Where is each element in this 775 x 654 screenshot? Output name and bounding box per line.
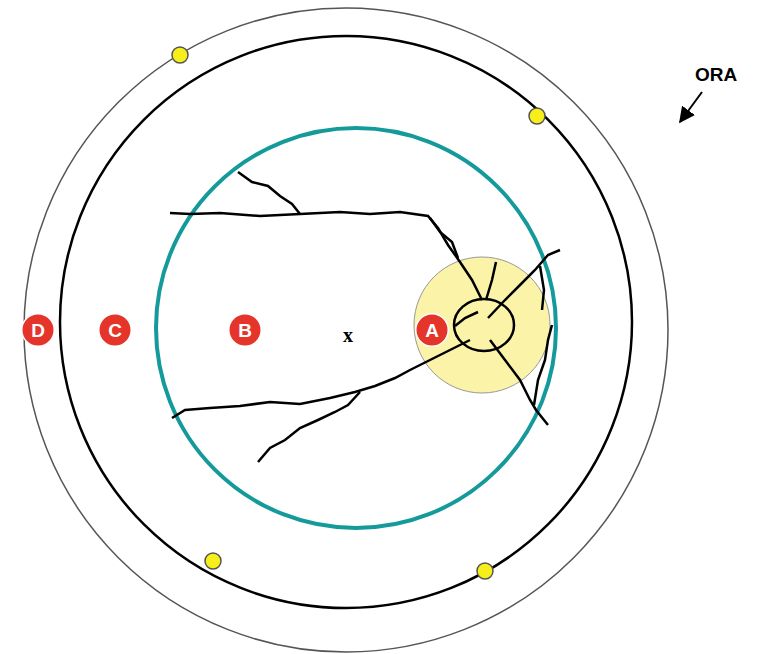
ora-label: ORA (695, 65, 737, 84)
ora-circle (24, 8, 668, 652)
zone-letter: D (31, 321, 45, 340)
equator-circle (60, 36, 632, 608)
marker-circle (22, 314, 55, 347)
leader-arrow (680, 92, 702, 122)
marker-circle (416, 314, 449, 347)
zone-letter: C (108, 321, 122, 340)
zone-marker: C (98, 313, 132, 347)
optic-disc (414, 257, 550, 393)
marker-circle (229, 314, 262, 347)
zone-letter: A (425, 321, 439, 340)
zone-marker: A (415, 313, 449, 347)
vortex-vein (172, 47, 545, 579)
zone-letter: B (238, 321, 252, 340)
marker-circle (99, 314, 132, 347)
retinal-vessels (170, 172, 560, 462)
zone-marker: D (21, 313, 55, 347)
fovea-mark: x (343, 325, 353, 345)
arcade-circle (156, 128, 556, 528)
zone-marker: B (228, 313, 262, 347)
